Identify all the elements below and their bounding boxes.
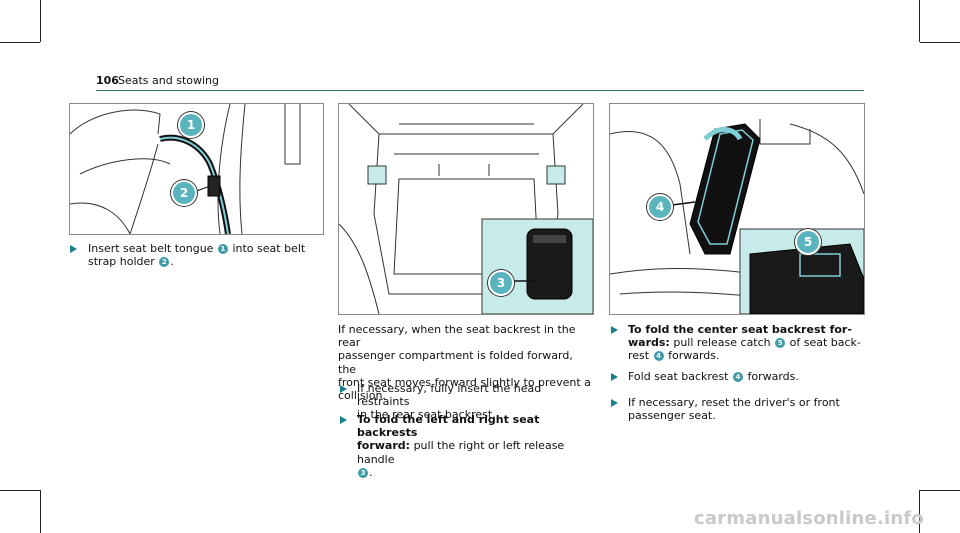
instruction-head-restraints: If necessary, fully insert the head rest…	[357, 382, 597, 422]
ref-badge: 4	[732, 372, 743, 382]
text: Fold seat backrest	[628, 370, 729, 383]
text: forwards.	[747, 370, 799, 383]
bullet-arrow-icon	[340, 385, 347, 393]
text: into seat belt	[232, 242, 306, 255]
instruction-reset-seat: If necessary, reset the driver's or fron…	[628, 396, 868, 422]
bold-heading: forward:	[357, 439, 411, 453]
bullet-arrow-icon	[611, 326, 618, 334]
section-title: Seats and stowing	[118, 74, 220, 87]
header-rule	[96, 90, 864, 91]
callout-2: 2	[171, 180, 197, 206]
callout-4: 4	[647, 194, 673, 220]
bold-heading: To fold the left and right seat backrest…	[357, 413, 540, 440]
text: .	[369, 465, 373, 479]
page-number: 106	[96, 74, 119, 87]
figure-seat-belt-holder: 1 2	[69, 103, 324, 235]
text-line: passenger seat.	[628, 409, 716, 423]
text: forwards.	[668, 349, 720, 363]
bullet-arrow-icon	[611, 399, 618, 407]
crop-mark	[920, 42, 960, 43]
seat-belt-illustration	[70, 104, 301, 234]
crop-mark	[0, 42, 40, 43]
watermark: carmanualsonline.info	[693, 508, 924, 529]
text: pull release catch	[673, 336, 771, 350]
crop-mark	[919, 0, 920, 42]
ref-badge: 3	[358, 467, 368, 478]
crop-mark	[0, 490, 40, 491]
text: rest	[628, 349, 650, 363]
text: pull the right or left release handle	[357, 439, 565, 466]
figure-trunk-release-handles: 3	[338, 103, 594, 315]
text: .	[170, 255, 174, 269]
text-line: If necessary, reset the driver's or fron…	[628, 396, 840, 409]
intro-paragraph: If necessary, when the seat backrest in …	[338, 323, 593, 402]
ref-badge: 2	[159, 257, 170, 268]
text-line: passenger compartment is folded forward,…	[338, 349, 573, 376]
instruction-fold-seat: Fold seat backrest 4 forwards.	[628, 370, 868, 383]
bold-heading: wards:	[628, 336, 670, 350]
text-line: front seat moves forward slightly to pre…	[338, 375, 591, 389]
bullet-arrow-icon	[340, 416, 347, 424]
bold-heading: To fold the center seat backrest for-	[628, 323, 852, 336]
text-line: collision.	[338, 389, 386, 403]
text-line: in the rear seat backrest.	[357, 408, 496, 422]
trunk-illustration	[339, 104, 593, 314]
ref-badge: 5	[775, 338, 786, 349]
figure-center-backrest: 4 5	[609, 103, 865, 315]
bullet-arrow-icon	[611, 373, 618, 381]
crop-mark	[40, 490, 41, 533]
crop-mark	[40, 0, 41, 42]
text: Insert seat belt tongue	[88, 242, 214, 255]
text-line: If necessary, when the seat backrest in …	[338, 323, 576, 350]
crop-mark	[920, 490, 960, 491]
text: strap holder	[88, 255, 155, 269]
instruction-fold-backrests: To fold the left and right seat backrest…	[357, 413, 597, 479]
ref-badge: 1	[217, 244, 228, 254]
callout-5: 5	[795, 229, 821, 255]
instruction-insert-belt: Insert seat belt tongue 1 into seat belt…	[88, 242, 318, 268]
text: of seat back-	[789, 336, 861, 350]
bullet-arrow-icon	[70, 245, 77, 253]
instruction-fold-center: To fold the center seat backrest for- wa…	[628, 323, 868, 363]
ref-badge: 4	[653, 351, 664, 362]
crop-mark	[919, 490, 920, 533]
callout-3: 3	[488, 270, 514, 296]
callout-1: 1	[178, 112, 204, 138]
text-line: If necessary, fully insert the head rest…	[357, 382, 542, 409]
